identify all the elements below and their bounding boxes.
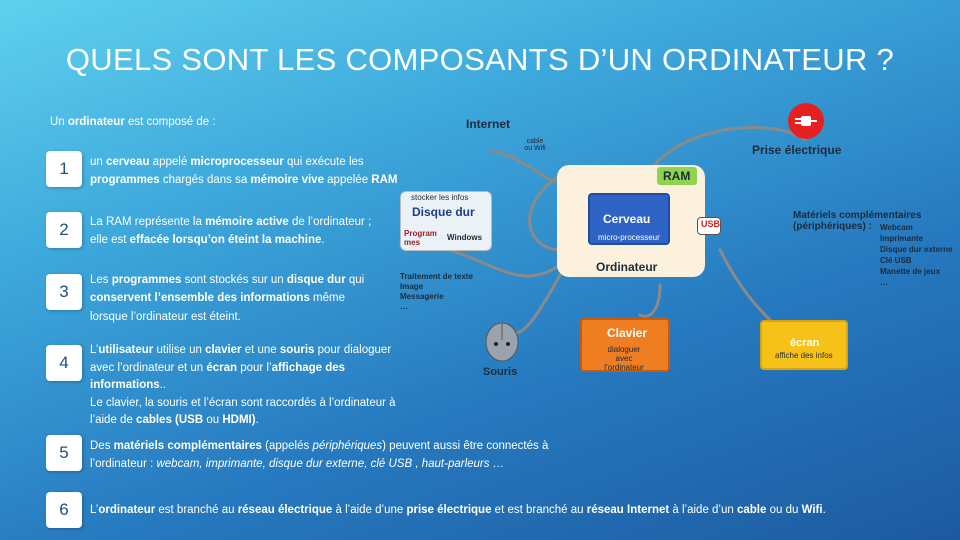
screen-connector	[718, 248, 772, 322]
plug-icon	[788, 103, 824, 139]
prise-electrique-label: Prise électrique	[752, 143, 842, 157]
disque-dur-box	[400, 191, 492, 251]
clavier-label: Clavier	[607, 326, 648, 340]
keyboard-connector	[638, 283, 662, 318]
item-text-6: L’ordinateur est branché au réseau élect…	[90, 504, 826, 516]
item-text-5: Des matériels complémentaires (appelés p…	[90, 440, 549, 470]
page-title: QUELS SONT LES COMPOSANTS D’UN ORDINATEU…	[65, 42, 895, 77]
ram-box	[657, 167, 697, 185]
ecran-box	[760, 320, 848, 370]
cerveau-label: Cerveau	[603, 212, 651, 226]
item-number-6: 6	[46, 492, 82, 528]
usb-label: USB	[701, 219, 721, 229]
microprocesseur-label: micro-processeur	[598, 233, 660, 242]
souris-label: Souris	[483, 366, 518, 378]
item-number-1: 1	[46, 151, 82, 187]
materiels-label: Matériels complémentaires(périphériques)…	[793, 210, 922, 232]
internet-label: Internet	[466, 117, 511, 131]
item-number-3: 3	[46, 274, 82, 310]
item-text-1: un cerveau appelé microprocesseur qui ex…	[90, 156, 398, 186]
disque-dur-label: Disque dur	[412, 205, 475, 219]
item-number-2: 2	[46, 212, 82, 248]
disk-connector	[528, 173, 562, 252]
intro-text: Un ordinateur est composé de :	[50, 116, 216, 128]
item-number-4: 4	[46, 345, 82, 381]
internet-connector	[488, 148, 562, 183]
ecran-sub: affiche des infos	[775, 351, 833, 360]
clavier-box	[580, 318, 670, 372]
ram-label: RAM	[663, 169, 691, 183]
ordinateur-label: Ordinateur	[596, 260, 658, 274]
ecran-label: écran	[790, 337, 820, 349]
item-number-5: 5	[46, 435, 82, 471]
disque-note: stocker les infos	[411, 193, 469, 202]
cerveau-box	[588, 193, 670, 245]
item-text-4: L’utilisateur utilise un clavier et une …	[90, 344, 396, 426]
usb-box	[697, 217, 721, 235]
item-text-3: Les programmes sont stockés sur un disqu…	[90, 274, 365, 323]
mouse-icon	[482, 320, 522, 367]
item-text-2: La RAM représente la mémoire active de l…	[90, 216, 372, 246]
windows-tag: Windows	[447, 233, 483, 242]
